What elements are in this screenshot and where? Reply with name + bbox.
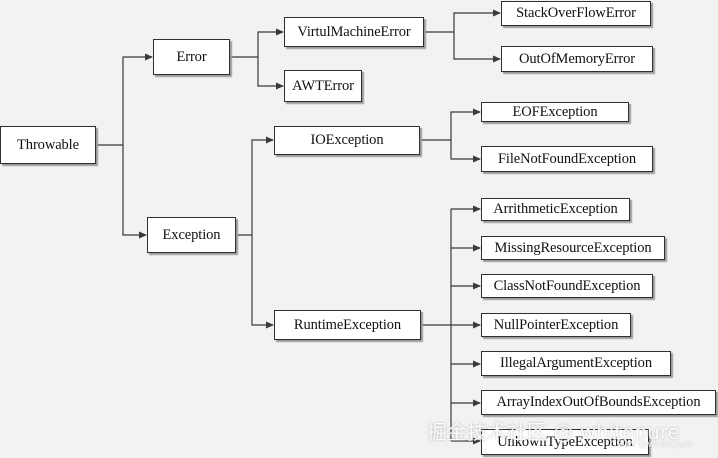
node-exception: Exception [147,217,236,253]
connector-vme-outofmemory [453,32,501,63]
node-unknown-type-exception: UnkownTypeException [481,429,649,455]
connector-exception-runtimeexception [251,235,274,329]
node-missing-resource-exception: MissingResourceException [481,236,665,260]
connector-throwable-error [96,53,153,146]
connector-runtime-trunk [421,209,452,441]
connector-exception-ioexception [236,136,274,236]
node-array-index-out-of-bounds-exception: ArrayIndexOutOfBoundsException [481,390,716,415]
connector-throwable-exception [122,145,147,239]
connector-error-awterror [257,57,284,90]
node-out-of-memory-error: OutOfMemoryError [501,46,653,72]
node-io-exception: IOException [274,126,420,155]
node-file-not-found-exception: FileNotFoundException [481,146,653,172]
connector-io-eof [420,108,481,141]
node-eof-exception: EOFException [481,102,629,122]
node-class-not-found-exception: ClassNotFoundException [481,274,653,298]
watermark-subtext: CSDN @whitepure [610,440,693,450]
node-runtime-exception: RuntimeException [274,310,421,340]
node-stack-overflow-error: StackOverFlowError [501,1,651,26]
watermark-text: 掘金技术社区 @ whitepure [427,420,680,444]
node-error: Error [153,39,230,75]
connector-error-virtualmachineerror [230,28,284,58]
node-illegal-argument-exception: IllegalArgumentException [481,351,671,376]
node-arithmetic-exception: ArrithmeticException [481,198,630,221]
node-virtual-machine-error: VirtulMachineError [284,17,424,47]
connector-vme-stackoverflow [424,9,501,33]
node-awt-error: AWTError [284,70,362,102]
connector-io-filenotfound [450,140,481,163]
node-null-pointer-exception: NullPointerException [481,313,631,337]
node-throwable: Throwable [0,126,96,164]
